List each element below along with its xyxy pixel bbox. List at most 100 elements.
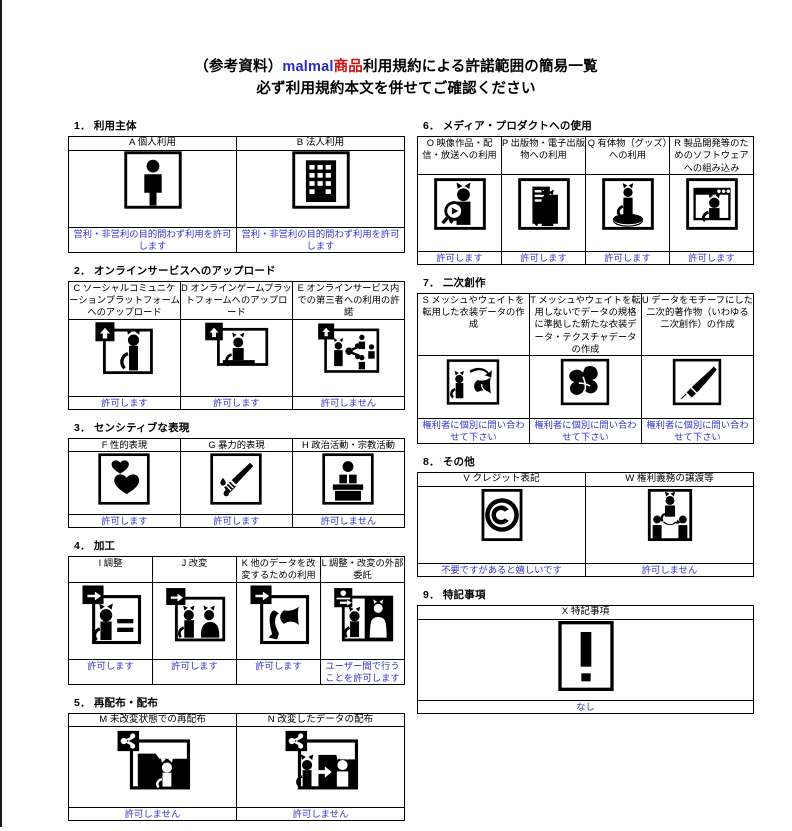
section-1-usage-subject: 1． 利用主体 A 個人利用 B 法人利用 xyxy=(68,118,405,253)
upload-cat-monitor-icon xyxy=(203,322,269,380)
cell-header-S: S メッシュやウェイトを転用した衣装データの作成 xyxy=(417,292,530,357)
cell-permission-B: 営利・非営利の目的問わず利用を許可します xyxy=(236,226,405,253)
title-brand-goods: 商品 xyxy=(333,59,363,75)
cell-icon-E xyxy=(291,318,406,397)
title-line-1: （参考資料）malmal商品利用規約による許諾範囲の簡易一覧 xyxy=(0,56,792,78)
outsource-cat-person-icon xyxy=(332,587,394,649)
cell-icon-U xyxy=(640,355,755,420)
title-brand-malmal: malmal xyxy=(282,59,334,75)
section-6-media-product: 6． メディア・プロダクトへの使用 O 映像作品・配信・放送への利用 P 出版物… xyxy=(417,118,754,265)
cell-icon-N xyxy=(236,726,405,809)
cell-header-H: H 政治活動・宗教活動 xyxy=(291,437,406,452)
cell-icon-J xyxy=(152,581,237,660)
cell-permission-C: 許可します xyxy=(68,395,181,410)
cell-header-D: D オンラインゲームプラットフォームへのアップロード xyxy=(179,280,293,320)
upload-cat-icon xyxy=(93,321,155,380)
section-1-table: A 個人利用 B 法人利用 xyxy=(68,136,405,253)
table-row-permissions: なし xyxy=(417,699,754,714)
cell-permission-A: 営利・非営利の目的問わず利用を許可します xyxy=(68,226,237,253)
table-row-headers: V クレジット表記 W 権利義務の譲渡等 xyxy=(417,472,754,488)
cell-header-A: A 個人利用 xyxy=(68,136,237,151)
table-row-permissions: 営利・非営利の目的問わず利用を許可します 営利・非営利の目的問わず利用を許可しま… xyxy=(68,226,405,253)
title-line-2: 必ず利用規約本文を併せてご確認ください xyxy=(256,81,536,98)
table-row-headers: S メッシュやウェイトを転用した衣装データの作成 T メッシュやウェイトを転用し… xyxy=(417,292,755,357)
section-4-table: I 調整 J 改変 K 他のデータを改変するための利用 L 調整・改変の外部委託 xyxy=(68,556,405,685)
cell-icon-O xyxy=(417,173,502,252)
cell-icon-F xyxy=(68,450,181,515)
transfer-people-cat-icon xyxy=(639,488,701,547)
table-row-icons xyxy=(68,726,405,809)
section-3-table: F 性的表現 G 暴力的表現 H 政治活動・宗教活動 xyxy=(68,437,406,529)
cell-header-P: P 出版物・電子出版物への利用 xyxy=(501,136,586,175)
cell-permission-M: 許可しません xyxy=(68,807,237,822)
cell-header-I: I 調整 xyxy=(68,556,153,583)
cell-permission-D: 許可します xyxy=(179,395,293,410)
exclamation-icon xyxy=(556,620,616,696)
arrow-cat-cat-icon xyxy=(164,587,226,649)
paintbrush-icon xyxy=(669,359,725,412)
cell-icon-V xyxy=(417,486,586,565)
table-row-permissions: 許可します 許可します 許可しません xyxy=(68,395,406,410)
cell-header-W: W 権利義務の譲渡等 xyxy=(585,472,754,488)
section-3-sensitive-expression: 3． センシティブな表現 F 性的表現 G 暴力的表現 H 政治活動・宗教活動 xyxy=(68,420,406,529)
section-4-processing: 4． 加工 I 調整 J 改変 K 他のデータを改変するための利用 L 調整・改… xyxy=(68,538,405,685)
person-icon xyxy=(123,150,182,213)
cell-icon-Q xyxy=(585,173,670,252)
arrow-cat-equal-icon xyxy=(80,585,142,649)
cell-icon-G xyxy=(179,450,293,515)
section-7-table: S メッシュやウェイトを転用した衣装データの作成 T メッシュやウェイトを転用し… xyxy=(417,292,755,445)
section-2-heading: 2． オンラインサービスへのアップロード xyxy=(74,264,276,277)
cell-header-U: U データをモチーフにした二次的著作物（いわゆる二次創作）の作成 xyxy=(640,292,755,357)
document-cat-icon xyxy=(515,177,573,237)
cell-icon-S xyxy=(417,355,530,420)
cell-icon-P xyxy=(501,173,586,252)
cell-permission-T: 権利者に個別に問い合わせて下さい xyxy=(528,418,642,445)
cell-header-O: O 映像作品・配信・放送への利用 xyxy=(417,136,502,175)
document-title: （参考資料）malmal商品利用規約による許諾範囲の簡易一覧 必ず利用規約本文を… xyxy=(0,0,792,101)
cell-icon-B xyxy=(236,149,405,228)
mesh-cloth-icon xyxy=(557,359,613,412)
cell-icon-T xyxy=(528,355,642,420)
section-5-redistribution: 5． 再配布・配布 M 未改変状態での再配布 N 改変したデータの配布 xyxy=(68,695,405,822)
figurine-cat-icon xyxy=(599,177,657,237)
cell-header-J: J 改変 xyxy=(152,556,237,583)
cat-mesh-reuse-icon xyxy=(445,359,501,412)
building-icon xyxy=(291,150,350,213)
section-1-heading: 1． 利用主体 xyxy=(74,120,137,132)
title-suffix: 利用規約による許諾範囲の簡易一覧 xyxy=(363,59,598,75)
cell-header-V: V クレジット表記 xyxy=(417,472,586,488)
title-prefix: （参考資料） xyxy=(194,59,283,75)
table-row-permissions: 許可します 許可します 許可します 許可します xyxy=(417,250,754,265)
section-9-table: X 特記事項 なし xyxy=(417,605,754,714)
cell-header-N: N 改変したデータの配布 xyxy=(236,712,405,728)
section-8-heading: 8． その他 xyxy=(423,456,475,469)
table-row-headers: C ソーシャルコミュニケーションプラットフォームへのアップロード D オンライン… xyxy=(68,280,406,320)
cell-icon-W xyxy=(585,486,754,565)
cell-header-Q: Q 有体物（グッズ）への利用 xyxy=(585,136,670,175)
table-row-icons xyxy=(68,318,406,397)
cell-permission-E: 許可しません xyxy=(291,395,406,410)
cell-permission-N: 許可しません xyxy=(236,807,405,822)
table-row-headers: F 性的表現 G 暴力的表現 H 政治活動・宗教活動 xyxy=(68,437,406,452)
table-row-headers: A 個人利用 B 法人利用 xyxy=(68,136,405,151)
table-row-icons xyxy=(68,581,405,660)
content-columns: 1． 利用主体 A 個人利用 B 法人利用 xyxy=(0,118,792,831)
cell-icon-I xyxy=(68,581,153,660)
cell-permission-V: 不要ですがあると嬉しいです xyxy=(417,563,586,578)
cell-header-X: X 特記事項 xyxy=(417,605,754,620)
podium-speaker-icon xyxy=(321,453,375,510)
knife-blood-icon xyxy=(209,453,263,510)
section-7-heading: 7． 二次創作 xyxy=(423,276,486,289)
cell-icon-M xyxy=(68,726,237,809)
cell-permission-J: 許可します xyxy=(152,658,237,685)
table-row-headers: M 未改変状態での再配布 N 改変したデータの配布 xyxy=(68,712,405,728)
copyright-icon xyxy=(471,488,533,547)
cell-permission-X: なし xyxy=(417,699,754,714)
table-row-permissions: 許可しません 許可しません xyxy=(68,807,405,822)
cell-header-C: C ソーシャルコミュニケーションプラットフォームへのアップロード xyxy=(68,280,181,320)
cell-permission-P: 許可します xyxy=(501,250,586,265)
table-row-icons xyxy=(417,355,755,420)
section-6-table: O 映像作品・配信・放送への利用 P 出版物・電子出版物への利用 Q 有体物（グ… xyxy=(417,136,754,265)
section-9-heading: 9． 特記事項 xyxy=(423,589,486,602)
